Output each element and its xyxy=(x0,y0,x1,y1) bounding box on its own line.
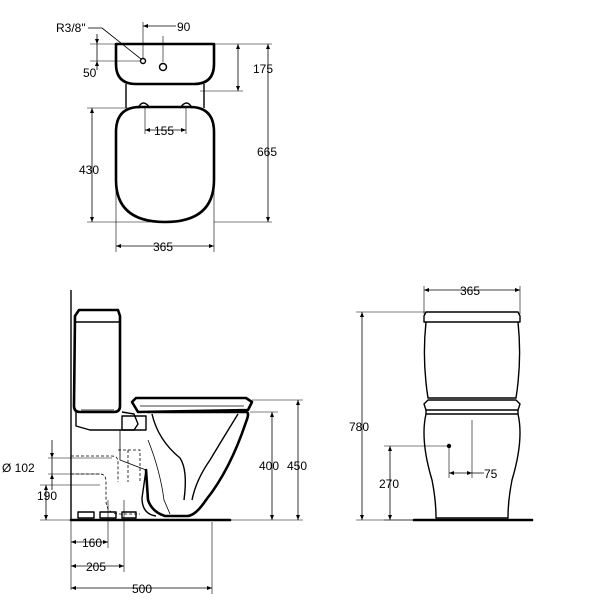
seat-side xyxy=(130,396,254,414)
tap-hole-left xyxy=(139,57,147,65)
label-thread: R3/8" xyxy=(56,21,86,35)
seat-front xyxy=(423,399,521,411)
label-dim-400: 400 xyxy=(259,459,279,473)
label-dim-90: 90 xyxy=(177,20,191,34)
label-dim-160: 160 xyxy=(82,536,102,550)
tap-hole-right xyxy=(158,62,168,72)
front-view: 365 780 270 75 xyxy=(349,284,534,522)
label-dim-190: 190 xyxy=(37,489,57,503)
label-dim-270: 270 xyxy=(379,477,399,491)
label-dim-780: 780 xyxy=(349,420,369,434)
label-dim-205: 205 xyxy=(86,560,106,574)
cistern-top-outline xyxy=(114,42,216,86)
cistern-body-front xyxy=(423,321,521,399)
label-dim-365-top: 365 xyxy=(153,240,173,254)
label-dim-175: 175 xyxy=(253,62,273,76)
label-dim-75: 75 xyxy=(484,467,498,481)
label-dim-102: Ø 102 xyxy=(2,461,35,475)
top-view: R3/8" 90 50 175 665 xyxy=(56,20,277,254)
cistern-side xyxy=(72,308,122,414)
label-dim-665: 665 xyxy=(257,145,277,159)
label-dim-500: 500 xyxy=(132,582,152,596)
label-dim-430: 430 xyxy=(79,163,99,177)
label-dim-365-front: 365 xyxy=(460,284,480,298)
label-dim-450: 450 xyxy=(287,459,307,473)
side-view: Ø 102 190 400 450 160 205 xyxy=(2,290,307,596)
label-dim-50: 50 xyxy=(83,66,97,80)
bowl-side xyxy=(144,410,250,518)
label-dim-155: 155 xyxy=(154,124,174,138)
cistern-lid-front xyxy=(423,311,521,323)
bowl-top-outline xyxy=(114,105,216,224)
pedestal-front xyxy=(423,413,521,519)
